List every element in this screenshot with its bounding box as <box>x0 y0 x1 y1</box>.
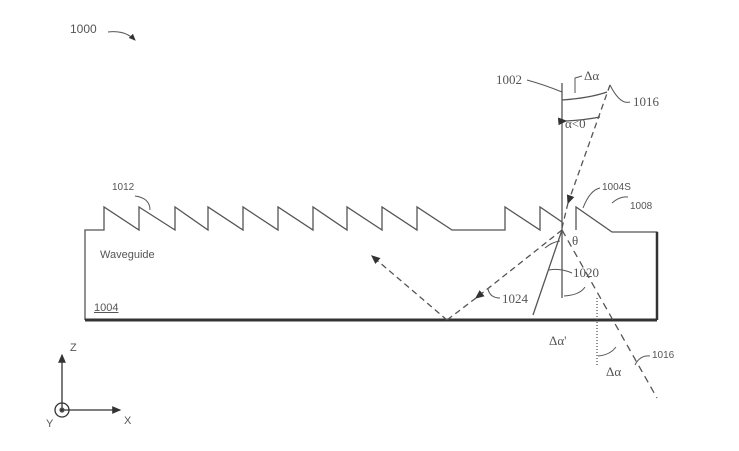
waveguide-outline <box>84 205 658 320</box>
reflected-ray <box>474 229 563 299</box>
label-delta-alpha-top: Δα <box>584 68 600 83</box>
y-axis-out-of-page <box>54 402 70 418</box>
axis-label-z: Z <box>70 342 77 354</box>
label-1020: 1020 <box>573 265 599 280</box>
transmitted-ray <box>561 229 658 399</box>
label-1002: 1002 <box>496 72 522 87</box>
label-1016-bottom: 1016 <box>652 350 675 361</box>
label-theta: θ <box>572 233 579 248</box>
figure-number: 1000 <box>70 22 97 36</box>
label-1004: 1004 <box>94 302 119 314</box>
label-1024: 1024 <box>502 291 528 306</box>
label-delta-alpha-bottom: Δα <box>606 364 622 379</box>
label-delta-alpha-prime: Δα' <box>549 333 567 348</box>
label-1012: 1012 <box>112 182 135 193</box>
axis-label-x: X <box>124 415 132 427</box>
bounce-ray <box>371 255 448 321</box>
facet-normal-line <box>532 229 563 316</box>
label-1016-top: 1016 <box>633 94 659 109</box>
axis-label-y: Y <box>46 418 54 430</box>
label-alpha-lt-zero: α<0 <box>565 116 586 131</box>
label-1008: 1008 <box>630 201 653 212</box>
label-1004s: 1004S <box>602 182 631 193</box>
incident-ray <box>566 84 611 205</box>
label-waveguide: Waveguide <box>100 249 155 261</box>
